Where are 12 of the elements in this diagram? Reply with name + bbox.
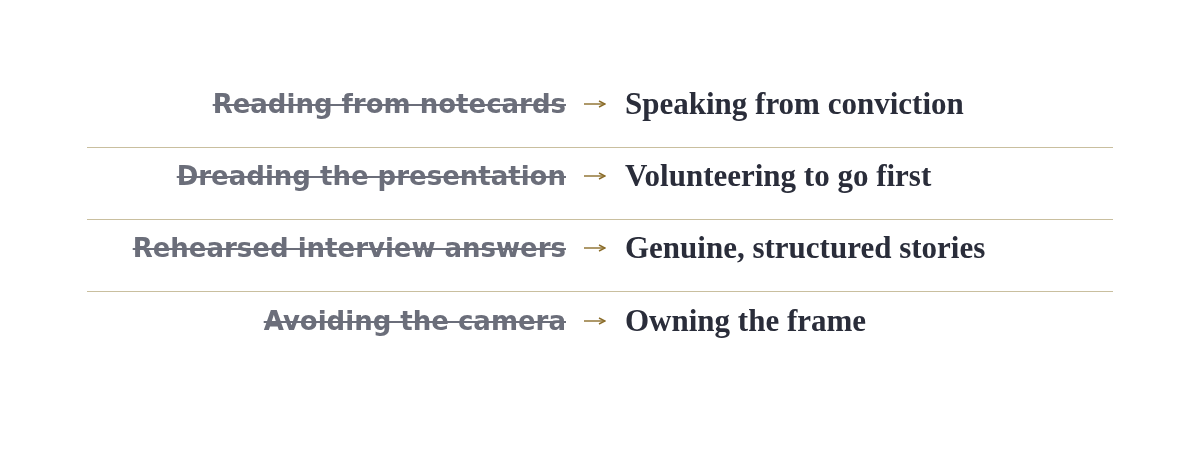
struck-text: Dreading the presentation <box>176 160 566 192</box>
arrow <box>583 100 606 108</box>
arrow <box>583 172 606 180</box>
replacement-text: Owning the frame <box>625 303 867 339</box>
struck-text: Rehearsed interview answers <box>132 232 566 264</box>
arrow <box>583 317 606 325</box>
struck-text: Avoiding the camera <box>263 305 566 337</box>
arrow <box>583 244 606 252</box>
replacement-text: Speaking from conviction <box>625 86 964 122</box>
replacement-text: Genuine, structured stories <box>625 230 986 266</box>
replacement-text: Volunteering to go first <box>625 158 932 194</box>
struck-text: Reading from notecards <box>212 88 566 120</box>
